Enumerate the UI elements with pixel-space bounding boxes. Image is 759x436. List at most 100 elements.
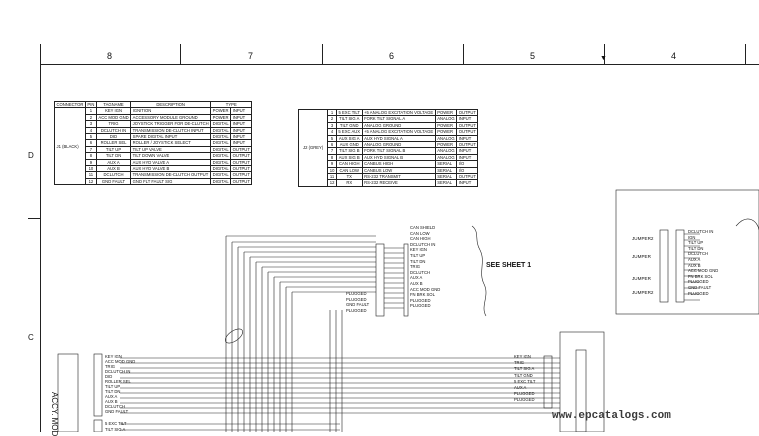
wire-label: GND FAULT xyxy=(346,302,370,308)
wire-label: DID xyxy=(105,374,113,379)
table-cell: KEY IGN xyxy=(95,107,132,115)
wire-label: TILT UP xyxy=(105,384,121,389)
table-cell: OUTPUT xyxy=(230,152,253,160)
table-cell: DID xyxy=(95,132,132,141)
wire-label: ROLLER SEL xyxy=(105,379,131,384)
column-label: 8 xyxy=(107,51,113,61)
table-cell: SERIAL xyxy=(434,166,458,175)
column-divider xyxy=(322,44,323,64)
table-cell: INPUT xyxy=(230,126,253,135)
column-divider xyxy=(745,44,746,64)
wire-label: KEY IGN xyxy=(514,354,531,359)
table-header: TAGNAME xyxy=(95,100,132,109)
table-cell: INPUT xyxy=(456,179,479,187)
table-cell: TILT UP xyxy=(95,145,132,154)
wire-label: CAN HIGH xyxy=(410,236,431,242)
wire-label: 5 EXC TILT xyxy=(105,421,127,426)
table-cell: OUTPUT xyxy=(230,158,253,167)
wire-label: FN BRK SOL xyxy=(688,273,713,279)
wire-label: DCLUTCH xyxy=(410,269,431,275)
table-cell: INPUT xyxy=(456,115,479,123)
wire-label: PLUGGED xyxy=(346,291,367,296)
table-cell: GND FLT FAULT SIG xyxy=(130,177,212,186)
table-cell: DCLUTCH xyxy=(95,171,132,179)
wire-label: TILT DN xyxy=(105,389,121,394)
wire-label: CAN SHIELD xyxy=(410,225,436,230)
wire-label: CAN LOW xyxy=(410,230,430,236)
table-cell: TILT DOWN VALVE xyxy=(130,152,212,160)
wire-label: PLUGGED xyxy=(688,279,709,285)
connector-cell: J2 (GREY) xyxy=(297,109,329,187)
table-cell: DCLUTCH IN xyxy=(95,126,132,135)
table-cell: OUTPUT xyxy=(456,173,479,181)
jumper-label: JUMPER2 xyxy=(632,236,654,241)
wire-label: PLUGGED xyxy=(410,297,431,303)
wire-label: PLUGGED xyxy=(688,290,709,296)
table-cell: POWER xyxy=(434,121,458,130)
table-cell: AUX HYD VALVE A xyxy=(130,158,212,167)
table-cell: TRIG xyxy=(95,120,132,128)
table-cell: OUTPUT xyxy=(230,165,253,173)
table-cell: AUX B xyxy=(95,165,132,173)
table-cell: INPUT xyxy=(230,113,253,122)
table-cell: POWER xyxy=(434,108,458,117)
wire-label: AUX B xyxy=(410,281,423,286)
wire-label: KEY IGN xyxy=(105,354,122,359)
table-cell: SERIAL xyxy=(434,160,458,168)
table-cell: OUTPUT xyxy=(456,108,479,117)
table-cell: ANALOG xyxy=(434,153,458,162)
table-cell: ANALOG xyxy=(434,134,458,143)
table-cell: OUTPUT xyxy=(230,177,253,186)
watermark: www.epcatalogs.com xyxy=(552,410,671,422)
column-header-strip xyxy=(40,44,759,65)
table-cell: POWER xyxy=(434,128,458,136)
table-cell: OUTPUT xyxy=(456,140,479,149)
arrow-marker: ▼ xyxy=(600,55,607,62)
jumper-label: JUMPER xyxy=(632,254,651,259)
wire-label: AUX A xyxy=(514,385,527,390)
wire-label: AUX A xyxy=(410,275,423,281)
wire-label: TILT GND xyxy=(514,372,533,378)
wire-label: IGN xyxy=(688,234,696,240)
table-cell: ACCESSORY MODULE GROUND xyxy=(130,113,212,122)
table-cell: INPUT xyxy=(230,139,253,147)
j1-signal-table: CONNECTOR PIN TAGNAME DESCRIPTION TYPE J… xyxy=(54,100,253,186)
row-tick xyxy=(28,218,40,219)
wire-label: DCLUTCH xyxy=(105,404,126,409)
row-label: C xyxy=(28,333,34,342)
drawing-frame xyxy=(40,64,759,432)
wire-label: AUX B xyxy=(688,262,701,268)
wire-label: TILT DN xyxy=(688,245,704,251)
table-cell: I/O xyxy=(456,166,479,175)
table-cell: I/O xyxy=(456,160,479,168)
wire-label: PLUGGED xyxy=(514,391,535,397)
jumper-label: JUMPER xyxy=(632,276,651,281)
wire-label: DCLUTCH IN xyxy=(688,229,714,234)
wire-label: DCLUTCH IN xyxy=(105,369,131,374)
table-cell: ROLLER SEL xyxy=(95,139,132,147)
wire-label: ACC MOD GND xyxy=(688,268,719,274)
table-cell: ANALOG xyxy=(434,147,458,155)
accy-mod-label: ACCY. MOD xyxy=(50,392,59,436)
wire-label: PLUGGED xyxy=(410,303,431,309)
table-cell: INPUT xyxy=(456,134,479,143)
wire-label: 5 EXC TILT xyxy=(514,378,536,384)
wire-label: GND FAULT xyxy=(688,285,712,290)
wire-label: TILT UP xyxy=(410,253,426,258)
wire-label: PLUGGED xyxy=(514,397,535,403)
